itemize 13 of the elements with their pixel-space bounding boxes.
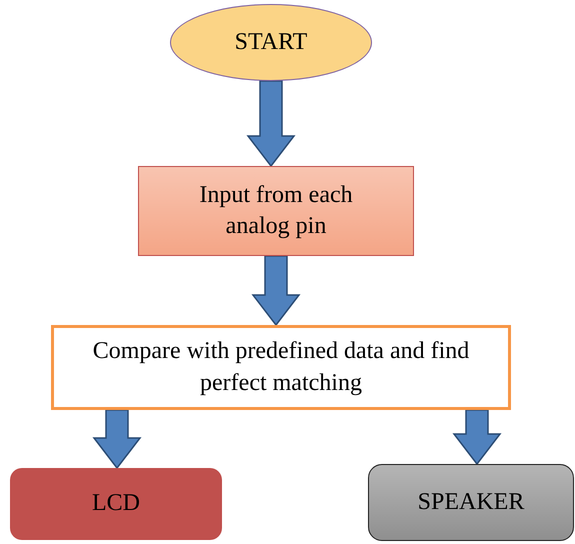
output-box [10, 468, 222, 540]
block-arrow [246, 80, 296, 168]
node-label: SPEAKER [418, 488, 524, 517]
output-box [368, 464, 574, 541]
block-arrow [452, 409, 502, 466]
process-box [138, 166, 414, 256]
node-label: Input from each analog pin [198, 180, 354, 241]
block-arrow [92, 409, 142, 470]
block-arrow [251, 255, 301, 326]
process-box [51, 325, 511, 410]
node-label: LCD [92, 489, 140, 518]
node-label: Compare with predefined data and find perfect matching [92, 337, 470, 398]
node-label: START [234, 28, 308, 57]
